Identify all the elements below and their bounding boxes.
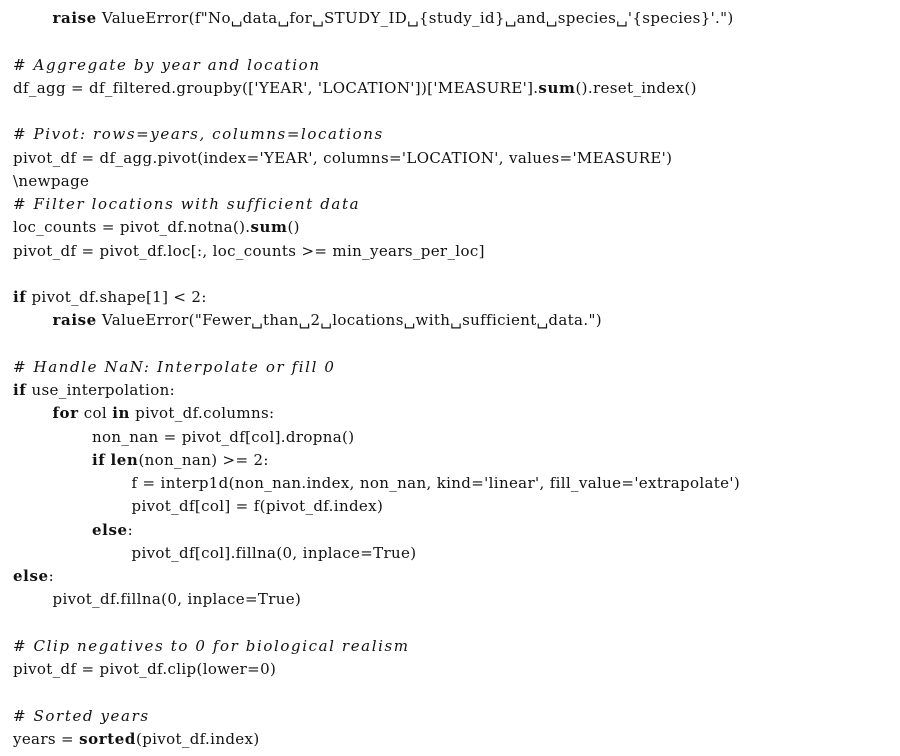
code-text: pivot_df = df_agg.pivot(index='YEAR', co… bbox=[13, 148, 673, 167]
code-line bbox=[13, 681, 740, 704]
code-line: else: bbox=[13, 565, 740, 588]
code-text: col bbox=[78, 404, 113, 423]
code-line bbox=[13, 333, 740, 356]
code-keyword: in bbox=[112, 404, 130, 423]
code-text: (pivot_df.index) bbox=[136, 729, 260, 748]
code-keyword: raise bbox=[52, 9, 97, 27]
code-line: for col in pivot_df.columns: bbox=[13, 402, 740, 425]
code-comment: # Aggregate by year and location bbox=[13, 55, 321, 74]
code-line: # Aggregate by year and location bbox=[13, 54, 740, 77]
code-text: : bbox=[48, 567, 55, 585]
code-line: df_agg = df_filtered.groupby(['YEAR', 'L… bbox=[13, 77, 740, 100]
code-text: () bbox=[287, 218, 300, 237]
code-line: if pivot_df.shape[1] < 2: bbox=[13, 286, 740, 309]
code-line bbox=[13, 263, 740, 286]
code-keyword: else bbox=[92, 520, 128, 539]
code-text: non_nan = pivot_df[col].dropna() bbox=[92, 427, 355, 446]
code-line: loc_counts = pivot_df.notna().sum() bbox=[13, 216, 740, 239]
code-text: (non_nan) >= 2: bbox=[138, 450, 269, 469]
code-comment: # Filter locations with sufficient data bbox=[13, 195, 361, 213]
code-comment: # Handle NaN: Interpolate or fill 0 bbox=[13, 357, 336, 376]
code-text: f = interp1d(non_nan.index, non_nan, kin… bbox=[131, 474, 741, 492]
code-text: pivot_df.fillna(0, inplace=True) bbox=[52, 590, 302, 609]
code-keyword: if bbox=[13, 381, 27, 399]
code-line: pivot_df[col] = f(pivot_df.index) bbox=[13, 495, 740, 518]
code-text: loc_counts = pivot_df.notna(). bbox=[13, 218, 251, 237]
code-keyword: sum bbox=[250, 218, 288, 237]
code-keyword: else bbox=[13, 567, 49, 585]
code-text: pivot_df[col] = f(pivot_df.index) bbox=[131, 497, 384, 516]
code-line: else: bbox=[13, 519, 740, 542]
code-text: : bbox=[127, 520, 134, 539]
code-text: df_agg = df_filtered.groupby(['YEAR', 'L… bbox=[13, 78, 539, 97]
code-text: use_interpolation: bbox=[26, 381, 175, 399]
code-comment: # Sorted years bbox=[13, 706, 150, 725]
code-line: pivot_df = pivot_df.loc[:, loc_counts >=… bbox=[13, 240, 740, 263]
code-line: \newpage bbox=[13, 170, 740, 193]
code-keyword: sum bbox=[538, 78, 576, 97]
code-line: # Pivot: rows=years, columns=locations bbox=[13, 123, 740, 146]
code-keyword: for bbox=[52, 404, 79, 423]
code-line: pivot_df = pivot_df.clip(lower=0) bbox=[13, 658, 740, 681]
code-comment: # Pivot: rows=years, columns=locations bbox=[13, 125, 384, 144]
code-line: if use_interpolation: bbox=[13, 379, 740, 402]
code-line: # Clip negatives to 0 for biological rea… bbox=[13, 635, 740, 658]
code-listing: raise ValueError(f"No␣data␣for␣STUDY_ID␣… bbox=[13, 7, 740, 751]
code-line: non_nan = pivot_df[col].dropna() bbox=[13, 426, 740, 449]
code-line bbox=[13, 100, 740, 123]
code-keyword: if bbox=[92, 450, 106, 469]
code-line bbox=[13, 612, 740, 635]
code-text: ValueError("Fewer␣than␣2␣locations␣with␣… bbox=[96, 311, 602, 330]
code-keyword: raise bbox=[52, 311, 97, 330]
code-keyword: sorted bbox=[79, 729, 136, 748]
code-text: pivot_df = pivot_df.loc[:, loc_counts >=… bbox=[13, 241, 485, 260]
code-text: \newpage bbox=[13, 171, 90, 190]
code-line: years = sorted(pivot_df.index) bbox=[13, 728, 740, 751]
code-text: pivot_df.columns: bbox=[130, 404, 275, 423]
code-text: ValueError(f"No␣data␣for␣STUDY_ID␣{study… bbox=[96, 9, 734, 27]
code-comment: # Clip negatives to 0 for biological rea… bbox=[13, 636, 410, 655]
code-line: # Sorted years bbox=[13, 705, 740, 728]
code-text: pivot_df = pivot_df.clip(lower=0) bbox=[13, 660, 277, 678]
code-line: if len(non_nan) >= 2: bbox=[13, 449, 740, 472]
code-line: raise ValueError("Fewer␣than␣2␣locations… bbox=[13, 309, 740, 332]
code-keyword: if bbox=[13, 288, 27, 306]
code-line: raise ValueError(f"No␣data␣for␣STUDY_ID␣… bbox=[13, 7, 740, 30]
code-line: # Filter locations with sufficient data bbox=[13, 193, 740, 216]
code-line: # Handle NaN: Interpolate or fill 0 bbox=[13, 356, 740, 379]
code-line: pivot_df = df_agg.pivot(index='YEAR', co… bbox=[13, 147, 740, 170]
code-line: pivot_df[col].fillna(0, inplace=True) bbox=[13, 542, 740, 565]
code-line: f = interp1d(non_nan.index, non_nan, kin… bbox=[13, 472, 740, 495]
code-text: ().reset_index() bbox=[575, 78, 697, 97]
code-text: years = bbox=[13, 729, 80, 748]
code-line bbox=[13, 30, 740, 53]
code-line: pivot_df.fillna(0, inplace=True) bbox=[13, 588, 740, 611]
code-text: pivot_df[col].fillna(0, inplace=True) bbox=[131, 543, 417, 562]
code-keyword: len bbox=[110, 450, 139, 469]
code-text: pivot_df.shape[1] < 2: bbox=[26, 288, 207, 306]
